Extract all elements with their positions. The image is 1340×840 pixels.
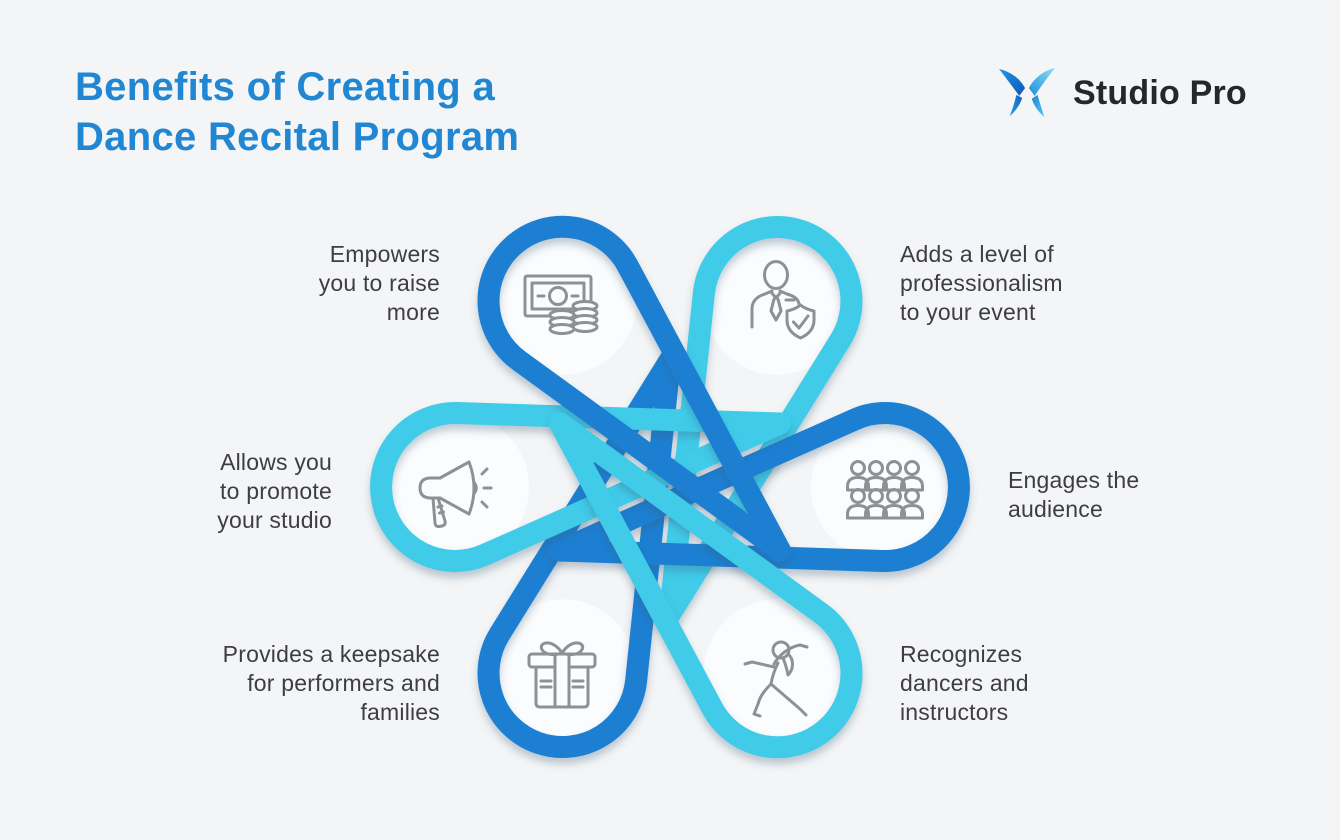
label-line: for performers and xyxy=(247,670,440,696)
label-line: families xyxy=(360,699,440,725)
dancer-icon xyxy=(727,623,827,723)
label-line: Recognizes xyxy=(900,641,1023,667)
label-line: professionalism xyxy=(900,270,1063,296)
audience-icon xyxy=(835,437,935,537)
label-line: Empowers xyxy=(329,241,440,267)
benefit-label-promote-studio: Allows you to promote your studio xyxy=(32,448,332,535)
label-line: Engages the xyxy=(1008,467,1140,493)
page-title-line1: Benefits of Creating a xyxy=(75,65,495,109)
logo-wordmark: Studio Pro xyxy=(1073,73,1247,112)
label-line: audience xyxy=(1008,496,1103,522)
businessperson-icon xyxy=(727,251,827,351)
loop-recognizes xyxy=(549,412,863,759)
label-line: dancers and xyxy=(900,670,1029,696)
label-line: Adds a level of xyxy=(900,241,1054,267)
label-line: more xyxy=(386,299,440,325)
label-line: Allows you xyxy=(220,449,332,475)
loop-keepsake xyxy=(477,349,681,758)
megaphone-icon xyxy=(405,437,505,537)
loop-promote-studio xyxy=(370,401,791,572)
money-icon xyxy=(512,251,612,351)
studio-pro-logo: Studio Pro xyxy=(996,66,1247,120)
label-line: to promote xyxy=(220,478,332,504)
benefit-label-recognizes: Recognizes dancers and instructors xyxy=(900,640,1220,727)
gift-icon xyxy=(512,623,612,723)
page-title-line2: Dance Recital Program xyxy=(75,115,520,159)
label-line: to your event xyxy=(900,299,1036,325)
benefit-label-engages-audience: Engages the audience xyxy=(1008,466,1308,524)
page-title: Benefits of Creating a Dance Recital Pro… xyxy=(75,62,519,162)
benefit-label-raise-more: Empowers you to raise more xyxy=(140,240,440,327)
loop-raise-more xyxy=(477,215,791,562)
butterfly-x-logo-icon xyxy=(999,67,1055,118)
benefit-label-keepsake: Provides a keepsake for performers and f… xyxy=(140,640,440,727)
loop-engages-audience xyxy=(549,402,970,573)
loop-professionalism xyxy=(659,216,863,625)
label-line: your studio xyxy=(217,507,332,533)
benefit-label-professionalism: Adds a level of professionalism to your … xyxy=(900,240,1220,327)
label-line: instructors xyxy=(900,699,1009,725)
label-line: you to raise xyxy=(318,270,440,296)
label-line: Provides a keepsake xyxy=(222,641,440,667)
